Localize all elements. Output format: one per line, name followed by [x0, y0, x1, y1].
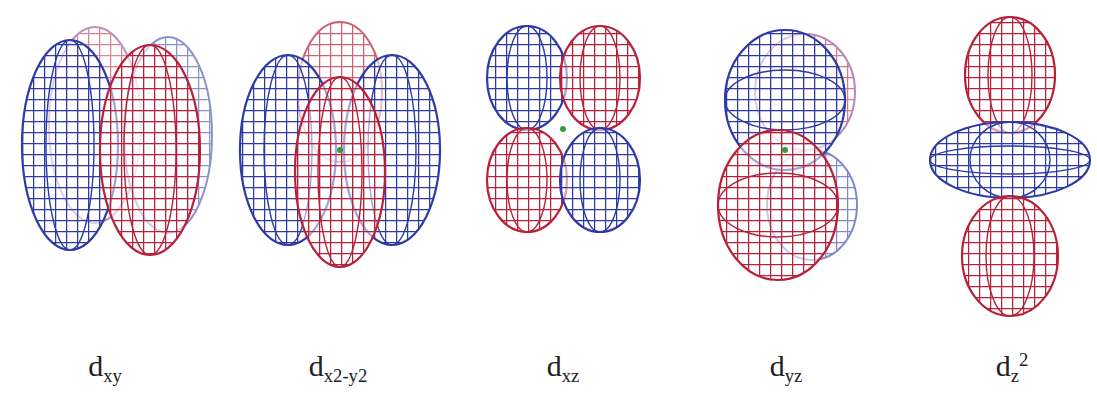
- dxy-orbital: [22, 27, 212, 255]
- orbital-label: dyz: [770, 348, 803, 384]
- dxz-orbital: [487, 26, 640, 232]
- orbital-label: dxy: [88, 348, 122, 384]
- dx2-y2-orbital: [240, 22, 440, 267]
- dyz-orbital: [718, 30, 857, 280]
- orbital-label: dz2: [996, 348, 1029, 384]
- dz2-orbital: [930, 17, 1090, 316]
- orbital-label: dxz: [547, 348, 580, 384]
- orbital-label: dx2-y2: [309, 348, 367, 384]
